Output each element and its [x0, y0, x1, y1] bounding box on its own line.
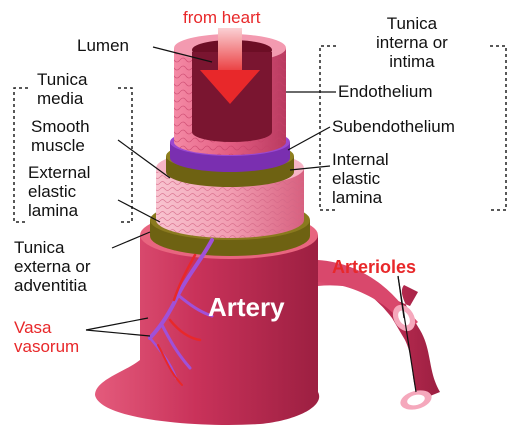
tunica-interna-label: Tunica interna or intima	[376, 14, 448, 71]
artery-label: Artery	[208, 292, 285, 322]
smooth-muscle-label: Smooth muscle	[31, 117, 90, 155]
subendothelium-label: Subendothelium	[332, 117, 455, 136]
arteriole-branch	[300, 260, 440, 413]
arterioles-label: Arterioles	[332, 258, 416, 277]
from-heart-label: from heart	[183, 8, 260, 27]
vasa-vasorum-label: Vasa vasorum	[14, 318, 79, 356]
endothelium-label: Endothelium	[338, 82, 433, 101]
tunica-externa-label: Tunica externa or adventitia	[14, 238, 91, 295]
internal-elastic-lamina-label: Internal elastic lamina	[332, 150, 389, 207]
external-elastic-lamina-label: External elastic lamina	[28, 163, 90, 220]
tunica-media-label: Tunica media	[37, 70, 87, 108]
lumen-label: Lumen	[77, 36, 129, 55]
